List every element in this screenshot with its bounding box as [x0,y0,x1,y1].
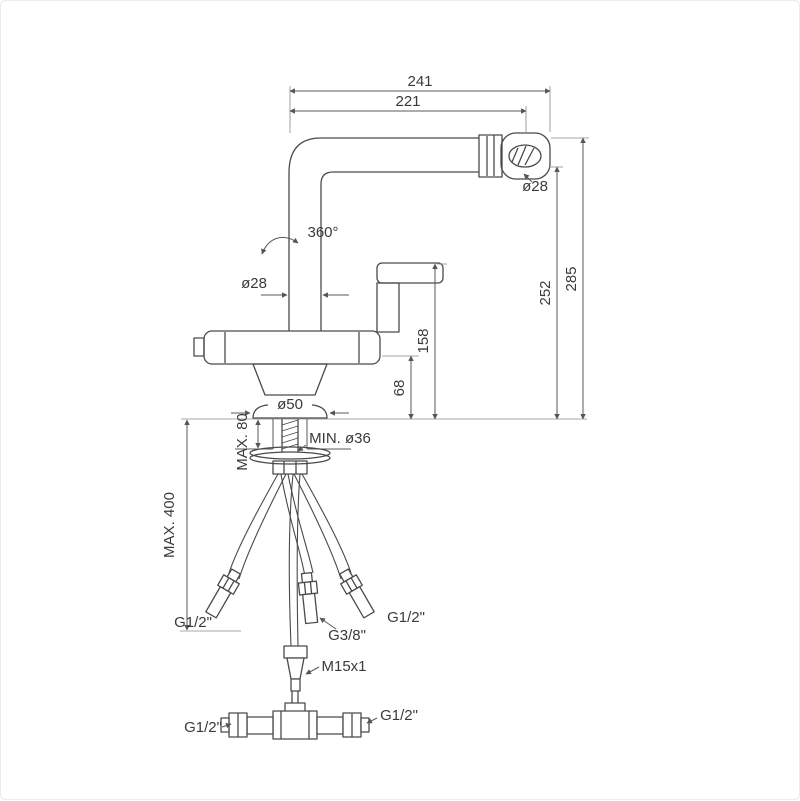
rotation-arrow [261,236,299,255]
bottom-tee [220,702,370,740]
label-tee-right-thread: G1/2" [380,707,418,724]
label-hose-center-thread: G3/8" [328,627,366,644]
spray-hose-fitting [283,645,308,705]
dim-height-285: 285 [563,266,580,291]
dim-max-hose-length: MAX. 400 [161,492,178,558]
label-hose-left-thread: G1/2" [174,614,212,631]
label-rotation-360: 360° [307,224,338,241]
hose-fitting-center [296,571,322,625]
dim-min-hole-diameter: MIN. ø36 [309,430,371,447]
faucet-outline [193,132,551,419]
body-housing [193,330,381,365]
washer-nut [249,419,331,475]
dim-body-diameter: ø28 [241,275,267,292]
dimension-labels: 241 221 ø28 285 252 360° ø28 158 68 ø50 … [161,73,580,736]
dim-height-252: 252 [537,280,554,305]
hose-fitting-left [202,566,245,621]
label-spray-hose-thread: M15x1 [321,658,366,675]
handle-lever [376,262,444,333]
mounting-deck [181,418,587,450]
dimension-layer [180,86,589,729]
label-mask [268,396,312,411]
dim-base-diameter: ø50 [277,396,303,413]
base-flange [252,363,328,419]
dim-height-158: 158 [415,328,432,353]
label-hose-right-thread: G1/2" [387,609,425,626]
spout-arm [288,137,479,331]
hose-fitting-right [335,566,378,621]
dim-width-221: 221 [395,93,420,110]
dim-max-deck-thickness: MAX. 80 [234,413,251,471]
label-tee-left-thread: G1/2" [184,719,222,736]
dim-width-241: 241 [407,73,432,90]
dim-height-68: 68 [391,380,408,397]
side-button [193,337,205,357]
supply-hoses [228,473,352,647]
dim-spout-diameter: ø28 [522,178,548,195]
spray-head [478,132,551,180]
